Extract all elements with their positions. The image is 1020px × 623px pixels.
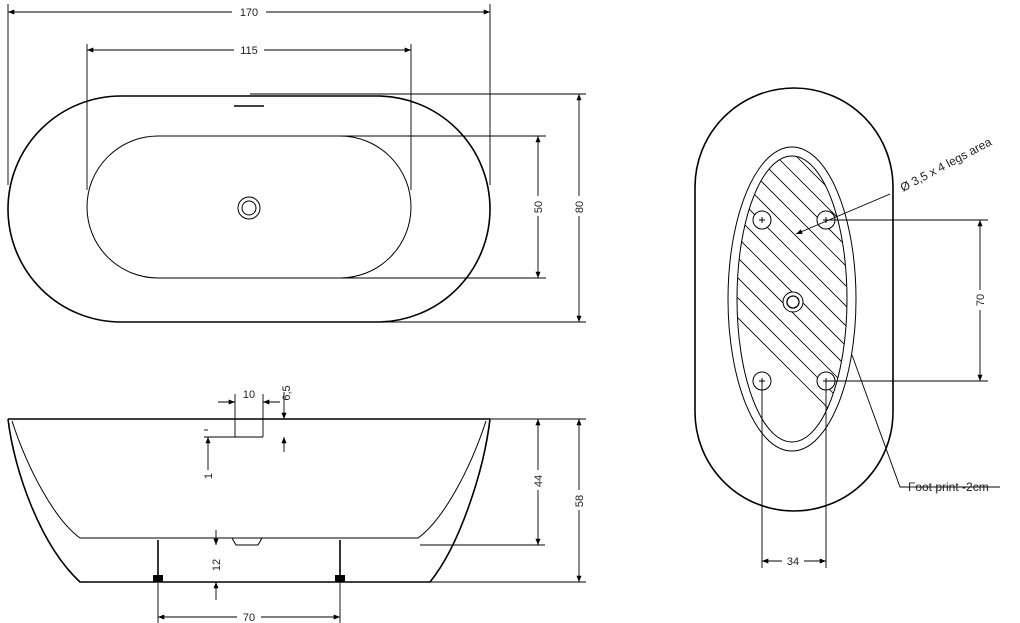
leg-right — [335, 540, 345, 582]
leg-marker-top-left — [752, 210, 772, 230]
dim-10: 10 — [243, 389, 255, 401]
dim-1: 1 — [203, 473, 215, 479]
inner-basin — [86, 135, 412, 279]
footprint-hatch — [737, 156, 847, 442]
dim-44: 44 — [533, 475, 545, 487]
dim-12: 12 — [211, 559, 223, 571]
outer-rim — [7, 95, 491, 323]
legs-area-label: Ø 3,5 x 4 legs area — [898, 135, 994, 195]
dim-50: 50 — [533, 201, 545, 213]
dim-80: 80 — [574, 201, 586, 213]
bottom-view: Ø 3,5 x 4 legs area Foot print -2cm 70 3… — [694, 87, 1000, 568]
footprint-outline — [727, 146, 857, 452]
tub-inner-basin — [11, 420, 487, 539]
drain-bump — [231, 537, 263, 546]
side-view: 10 6,5 1 44 58 12 70 — [7, 385, 587, 623]
dim-70-side: 70 — [243, 612, 255, 623]
dim-34: 34 — [787, 556, 799, 568]
leg-left — [153, 540, 163, 582]
footprint-label: Foot print -2cm — [908, 480, 989, 494]
dim-170: 170 — [240, 7, 258, 19]
drain-icon — [237, 196, 261, 220]
dim-115: 115 — [240, 45, 258, 57]
dim-70-bottom: 70 — [975, 294, 987, 306]
outer-outline — [694, 87, 894, 512]
dim-58: 58 — [574, 495, 586, 507]
tub-outer-shell — [7, 418, 491, 583]
dim-6-5: 6,5 — [281, 385, 293, 400]
top-view: 170 115 50 80 — [7, 4, 587, 323]
drain-icon-bottom — [782, 291, 804, 313]
